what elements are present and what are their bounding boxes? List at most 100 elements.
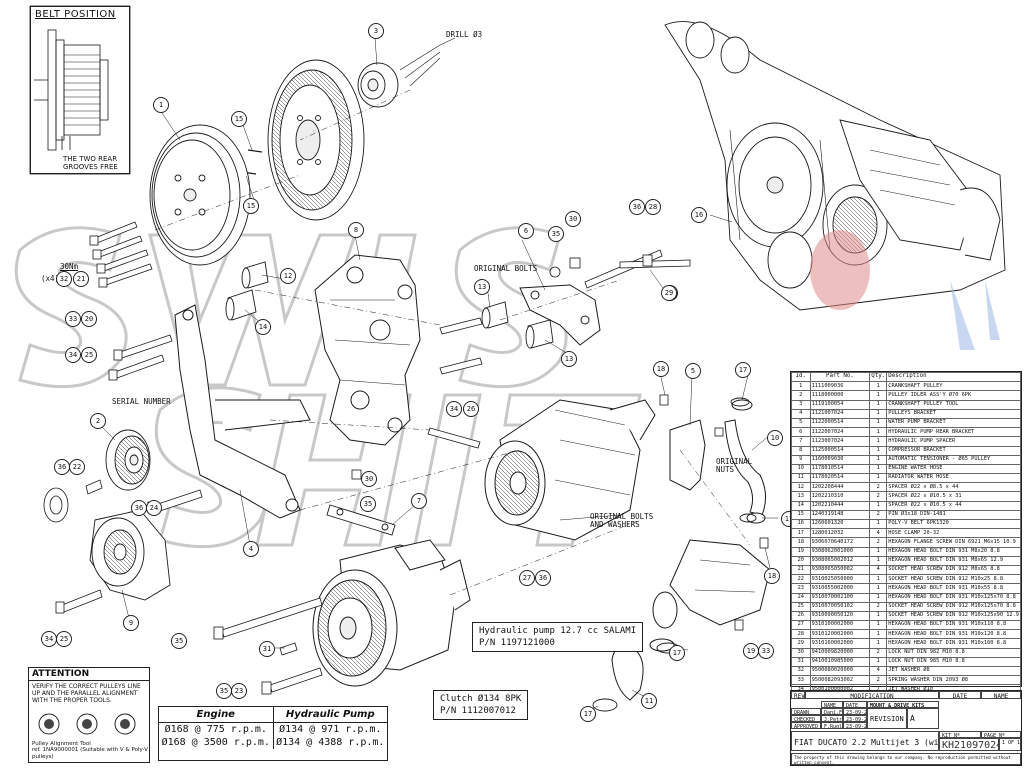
speed-table-grid: Engine Hydraulic Pump Ø168 @ 775 r.p.m. … <box>159 707 387 749</box>
part-qty: 1 <box>869 473 888 484</box>
crankshaft-pulley <box>149 124 251 266</box>
part-number: 9310160002000 <box>809 638 871 649</box>
part-qty: 1 <box>869 546 888 557</box>
part-number: 9310090050120 <box>809 610 871 622</box>
part-id: 12 <box>791 482 811 493</box>
part-number: 9308065002012 <box>809 555 871 566</box>
part-description: SPACER Ø22 x Ø10.5 x 31 <box>886 491 1021 502</box>
engine-water-hose <box>724 399 766 524</box>
part-number: 1202210310 <box>809 491 871 502</box>
part-qty: 1 <box>869 427 888 438</box>
title-block: REV. MODIFICATION DATE NAME NAME DATE MO… <box>790 690 1022 766</box>
part-id: 3 <box>791 399 811 410</box>
part-qty: 4 <box>869 528 888 539</box>
item-balloon: 18 <box>764 568 780 584</box>
part-id: 32 <box>791 665 811 677</box>
part-qty: 1 <box>869 518 888 530</box>
part-qty: 1 <box>869 620 888 631</box>
part-id: 7 <box>791 436 811 447</box>
part-number: 9310055002000 <box>809 583 871 594</box>
part-id: 13 <box>791 491 811 502</box>
belt-position-inset-box: BELT POSITION THE TWO REAR GROOVES FREE <box>30 6 130 174</box>
part-qty: 4 <box>869 564 888 576</box>
part-description: JET WASHER Ø8 <box>886 665 1021 677</box>
tb-date-col: DATE <box>843 701 867 708</box>
tb-approved-name: F.Ruglia <box>821 722 843 729</box>
item-balloon: 9 <box>123 615 139 631</box>
ac-compressor <box>484 399 656 541</box>
item-balloon: 31 <box>259 641 275 657</box>
parts-header-id: Id. <box>791 371 811 383</box>
part-id: 17 <box>791 528 811 539</box>
item-balloon: 4 <box>243 541 259 557</box>
part-id: 2 <box>791 390 811 401</box>
part-description: SOCKET HEAD SCREW DIN 912 M10x125x70 8.8 <box>886 601 1021 612</box>
item-balloon: 19 <box>743 643 759 659</box>
part-number: 9410009820000 <box>809 647 871 658</box>
idler-pulley <box>105 429 151 491</box>
tb-page-value: 1 OF 1 <box>999 738 1021 751</box>
part-qty: 1 <box>869 629 888 640</box>
item-balloon: 23 <box>231 683 247 699</box>
item-balloon: 17 <box>735 362 751 378</box>
part-description: HEXAGON HEAD BOLT DIN 931 M10x55 8.8 <box>886 583 1021 594</box>
tb-checked: CHECKED <box>791 715 821 722</box>
belt-position-inset <box>29 5 131 175</box>
part-number: 9306070640172 <box>809 537 871 548</box>
part-id: 33 <box>791 675 811 686</box>
attention-body: VERIFY THE CORRECT PULLEYS LINE UP AND T… <box>32 683 141 704</box>
part-description: HEXAGON HEAD BOLT DIN 931 M10x110 8.8 <box>886 620 1021 631</box>
table-row: Ø168 @ 775 r.p.m. Ø134 @ 971 r.p.m. <box>159 722 387 736</box>
item-balloon: 2 <box>90 413 106 429</box>
part-qty: 1 <box>869 555 888 566</box>
clutch-label: Clutch Ø134 8PK P/N 1112007012 <box>433 690 529 720</box>
part-id: 22 <box>791 574 811 585</box>
part-number: 9310100002000 <box>809 620 871 631</box>
part-qty: 1 <box>869 500 888 511</box>
item-balloon: 30 <box>565 211 581 227</box>
part-number: 1111009036 <box>809 381 871 392</box>
hydraulic-pump-pn: P/N 1197121000 <box>479 638 555 648</box>
part-number: 1202208444 <box>809 482 871 493</box>
belt-position-title: BELT POSITION <box>35 9 116 20</box>
assembled-view-highlight <box>810 230 1000 350</box>
part-description: CRANKSHAFT PULLEY TOOL <box>886 399 1021 410</box>
part-description: SOCKET HEAD SCREW DIN 912 M8x65 8.8 <box>886 564 1021 576</box>
pulleys-bracket <box>174 304 311 519</box>
part-qty: 2 <box>869 491 888 502</box>
part-id: 27 <box>791 620 811 631</box>
part-number: 9310120002000 <box>809 629 871 640</box>
part-number: 1121007024 <box>809 408 871 419</box>
part-id: 24 <box>791 592 811 603</box>
electromagnetic-clutch <box>312 569 398 687</box>
item-balloon: 32 <box>56 271 72 287</box>
part-description: AUTOMATIC TENSIONER - Ø65 PULLEY <box>886 454 1021 465</box>
tb-checked-name: J.Petri <box>821 715 843 722</box>
item-balloon: 36 <box>54 459 70 475</box>
part-id: 8 <box>791 445 811 456</box>
pump-spacer <box>326 504 396 536</box>
part-description: PIN Ø3x18 DIN-1481 <box>886 509 1021 521</box>
part-number: 1260601320 <box>809 518 871 530</box>
part-qty: 1 <box>869 445 888 456</box>
parts-header-part-no: Part No. <box>809 371 871 383</box>
tb-kit-type: MOUNT & DRIVE KITS <box>867 701 939 708</box>
item-balloon: 30 <box>361 471 377 487</box>
part-description: HYDRAULIC PUMP REAR BRACKET <box>886 427 1021 438</box>
tb-modification: MODIFICATION <box>805 691 939 699</box>
tb-drawn-date: 23-09-21 <box>843 708 867 715</box>
part-description: WATER PUMP BRACKET <box>886 417 1021 429</box>
